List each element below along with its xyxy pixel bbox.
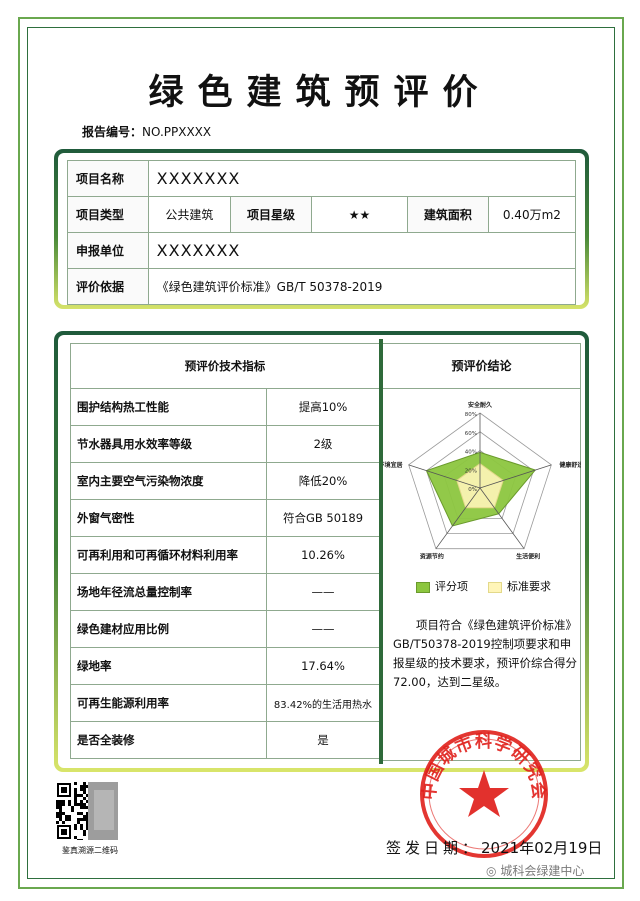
legend-swatch-score xyxy=(416,581,430,593)
radar-spoke xyxy=(479,487,525,549)
table-row: 绿色建材应用比例—— xyxy=(70,610,380,648)
issue-date: 签发日期：2021年02月19日 xyxy=(386,837,602,858)
indicator-name: 绿地率 xyxy=(70,647,267,685)
watermark-text: 城科会绿建中心 xyxy=(500,864,585,878)
indicator-value: 降低20% xyxy=(266,462,380,500)
project-star-label: 项目星级 xyxy=(230,196,312,233)
table-row: 申报单位 XXXXXXX xyxy=(67,232,577,269)
tech-indicator-header: 预评价技术指标 xyxy=(70,343,380,389)
table-row: 项目名称 XXXXXXX xyxy=(67,160,577,197)
radar-spoke xyxy=(408,464,481,489)
indicator-name: 外窗气密性 xyxy=(70,499,267,537)
table-row: 场地年径流总量控制率—— xyxy=(70,573,380,611)
indicator-name: 节水器具用水效率等级 xyxy=(70,425,267,463)
radar-tick-label: 0% xyxy=(468,487,477,493)
radar-spoke xyxy=(479,464,552,489)
table-row: 外窗气密性符合GB 50189 xyxy=(70,499,380,537)
basis-label: 评价依据 xyxy=(67,268,149,305)
radar-grid-ring xyxy=(426,431,534,534)
indicator-value: 2级 xyxy=(266,425,380,463)
radar-axis-label: 安全耐久 xyxy=(468,401,493,409)
project-type-label: 项目类型 xyxy=(67,196,149,233)
radar-grid-ring xyxy=(408,412,552,550)
wechat-icon: ◎ xyxy=(486,864,497,878)
document-title: 绿色建筑预评价 xyxy=(148,72,492,113)
radar-tick-label: 20% xyxy=(465,468,477,474)
radar-tick-label: 80% xyxy=(465,412,477,418)
indicator-value: 符合GB 50189 xyxy=(266,499,380,537)
project-info-table: 项目名称 XXXXXXX 项目类型 公共建筑 项目星级 ★★ 建筑面积 0.40… xyxy=(67,160,577,305)
indicator-value: —— xyxy=(266,573,380,611)
project-name-label: 项目名称 xyxy=(67,160,149,197)
legend-label-standard: 标准要求 xyxy=(507,580,551,593)
radar-spoke xyxy=(435,487,481,549)
outer-frame xyxy=(18,17,624,889)
table-row: 室内主要空气污染物浓度降低20% xyxy=(70,462,380,500)
conclusion-header: 预评价结论 xyxy=(383,344,580,389)
radar-tick-label: 40% xyxy=(465,450,477,456)
indicator-name: 绿色建材应用比例 xyxy=(70,610,267,648)
indicator-name: 可再利用和可再循环材料利用率 xyxy=(70,536,267,574)
table-row: 围护结构热工性能提高10% xyxy=(70,388,380,426)
issue-date-value: 2021年02月19日 xyxy=(481,839,603,857)
applicant-value: XXXXXXX xyxy=(147,232,577,269)
project-name-value: XXXXXXX xyxy=(147,160,577,197)
building-area-label: 建筑面积 xyxy=(407,196,489,233)
inner-frame xyxy=(27,27,615,879)
building-area-value: 0.40万m2 xyxy=(487,196,577,233)
conclusion-text: 项目符合《绿色建筑评价标准》GB/T50378-2019控制项要求和申报星级的技… xyxy=(393,618,577,689)
radar-axis-label: 生活便利 xyxy=(516,553,540,561)
report-number-value: NO.PPXXXX xyxy=(142,125,212,139)
project-info-panel: 项目名称 XXXXXXX 项目类型 公共建筑 项目星级 ★★ 建筑面积 0.40… xyxy=(54,149,589,309)
report-number: 报告编号：NO.PPXXXX xyxy=(82,123,211,140)
table-row: 是否全装修是 xyxy=(70,721,380,759)
legend-item: 标准要求 xyxy=(488,578,551,594)
qr-caption: 鉴真溯源二维码 xyxy=(62,846,118,855)
table-row: 项目类型 公共建筑 项目星级 ★★ 建筑面积 0.40万m2 xyxy=(67,196,577,233)
indicator-name: 场地年径流总量控制率 xyxy=(70,573,267,611)
radar-axis-label: 健康舒适 xyxy=(559,461,581,469)
legend-swatch-standard xyxy=(488,581,502,593)
radar-axis-label: 资源节约 xyxy=(420,553,444,561)
indicator-value: —— xyxy=(266,610,380,648)
qr-code xyxy=(56,782,118,840)
chart-legend: 评分项 标准要求 xyxy=(416,578,551,594)
official-seal: 中国城市科学研究会 xyxy=(418,730,549,858)
indicator-name: 是否全装修 xyxy=(70,721,267,759)
applicant-label: 申报单位 xyxy=(67,232,149,269)
indicator-value: 17.64% xyxy=(266,647,380,685)
radar-tick-label: 60% xyxy=(465,431,477,437)
radar-axis-label: 环境宜居 xyxy=(383,461,403,469)
issue-date-label: 签发日期： xyxy=(386,839,482,857)
indicator-value: 提高10% xyxy=(266,388,380,426)
indicator-value: 10.26% xyxy=(266,536,380,574)
table-row: 评价依据 《绿色建筑评价标准》GB/T 50378-2019 xyxy=(67,268,577,305)
report-number-label: 报告编号： xyxy=(82,125,143,139)
project-type-value: 公共建筑 xyxy=(147,196,232,233)
indicator-value: 是 xyxy=(266,721,380,759)
indicator-value: 83.42%的生活用热水 xyxy=(266,684,380,722)
legend-item: 评分项 xyxy=(416,578,468,594)
watermark: ◎ 城科会绿建中心 xyxy=(486,862,584,879)
indicator-name: 可再生能源利用率 xyxy=(70,684,267,722)
indicator-name: 围护结构热工性能 xyxy=(70,388,267,426)
project-star-value: ★★ xyxy=(310,196,409,233)
indicator-name: 室内主要空气污染物浓度 xyxy=(70,462,267,500)
basis-value: 《绿色建筑评价标准》GB/T 50378-2019 xyxy=(147,268,577,305)
section-divider xyxy=(379,339,383,764)
legend-label-score: 评分项 xyxy=(435,580,468,593)
